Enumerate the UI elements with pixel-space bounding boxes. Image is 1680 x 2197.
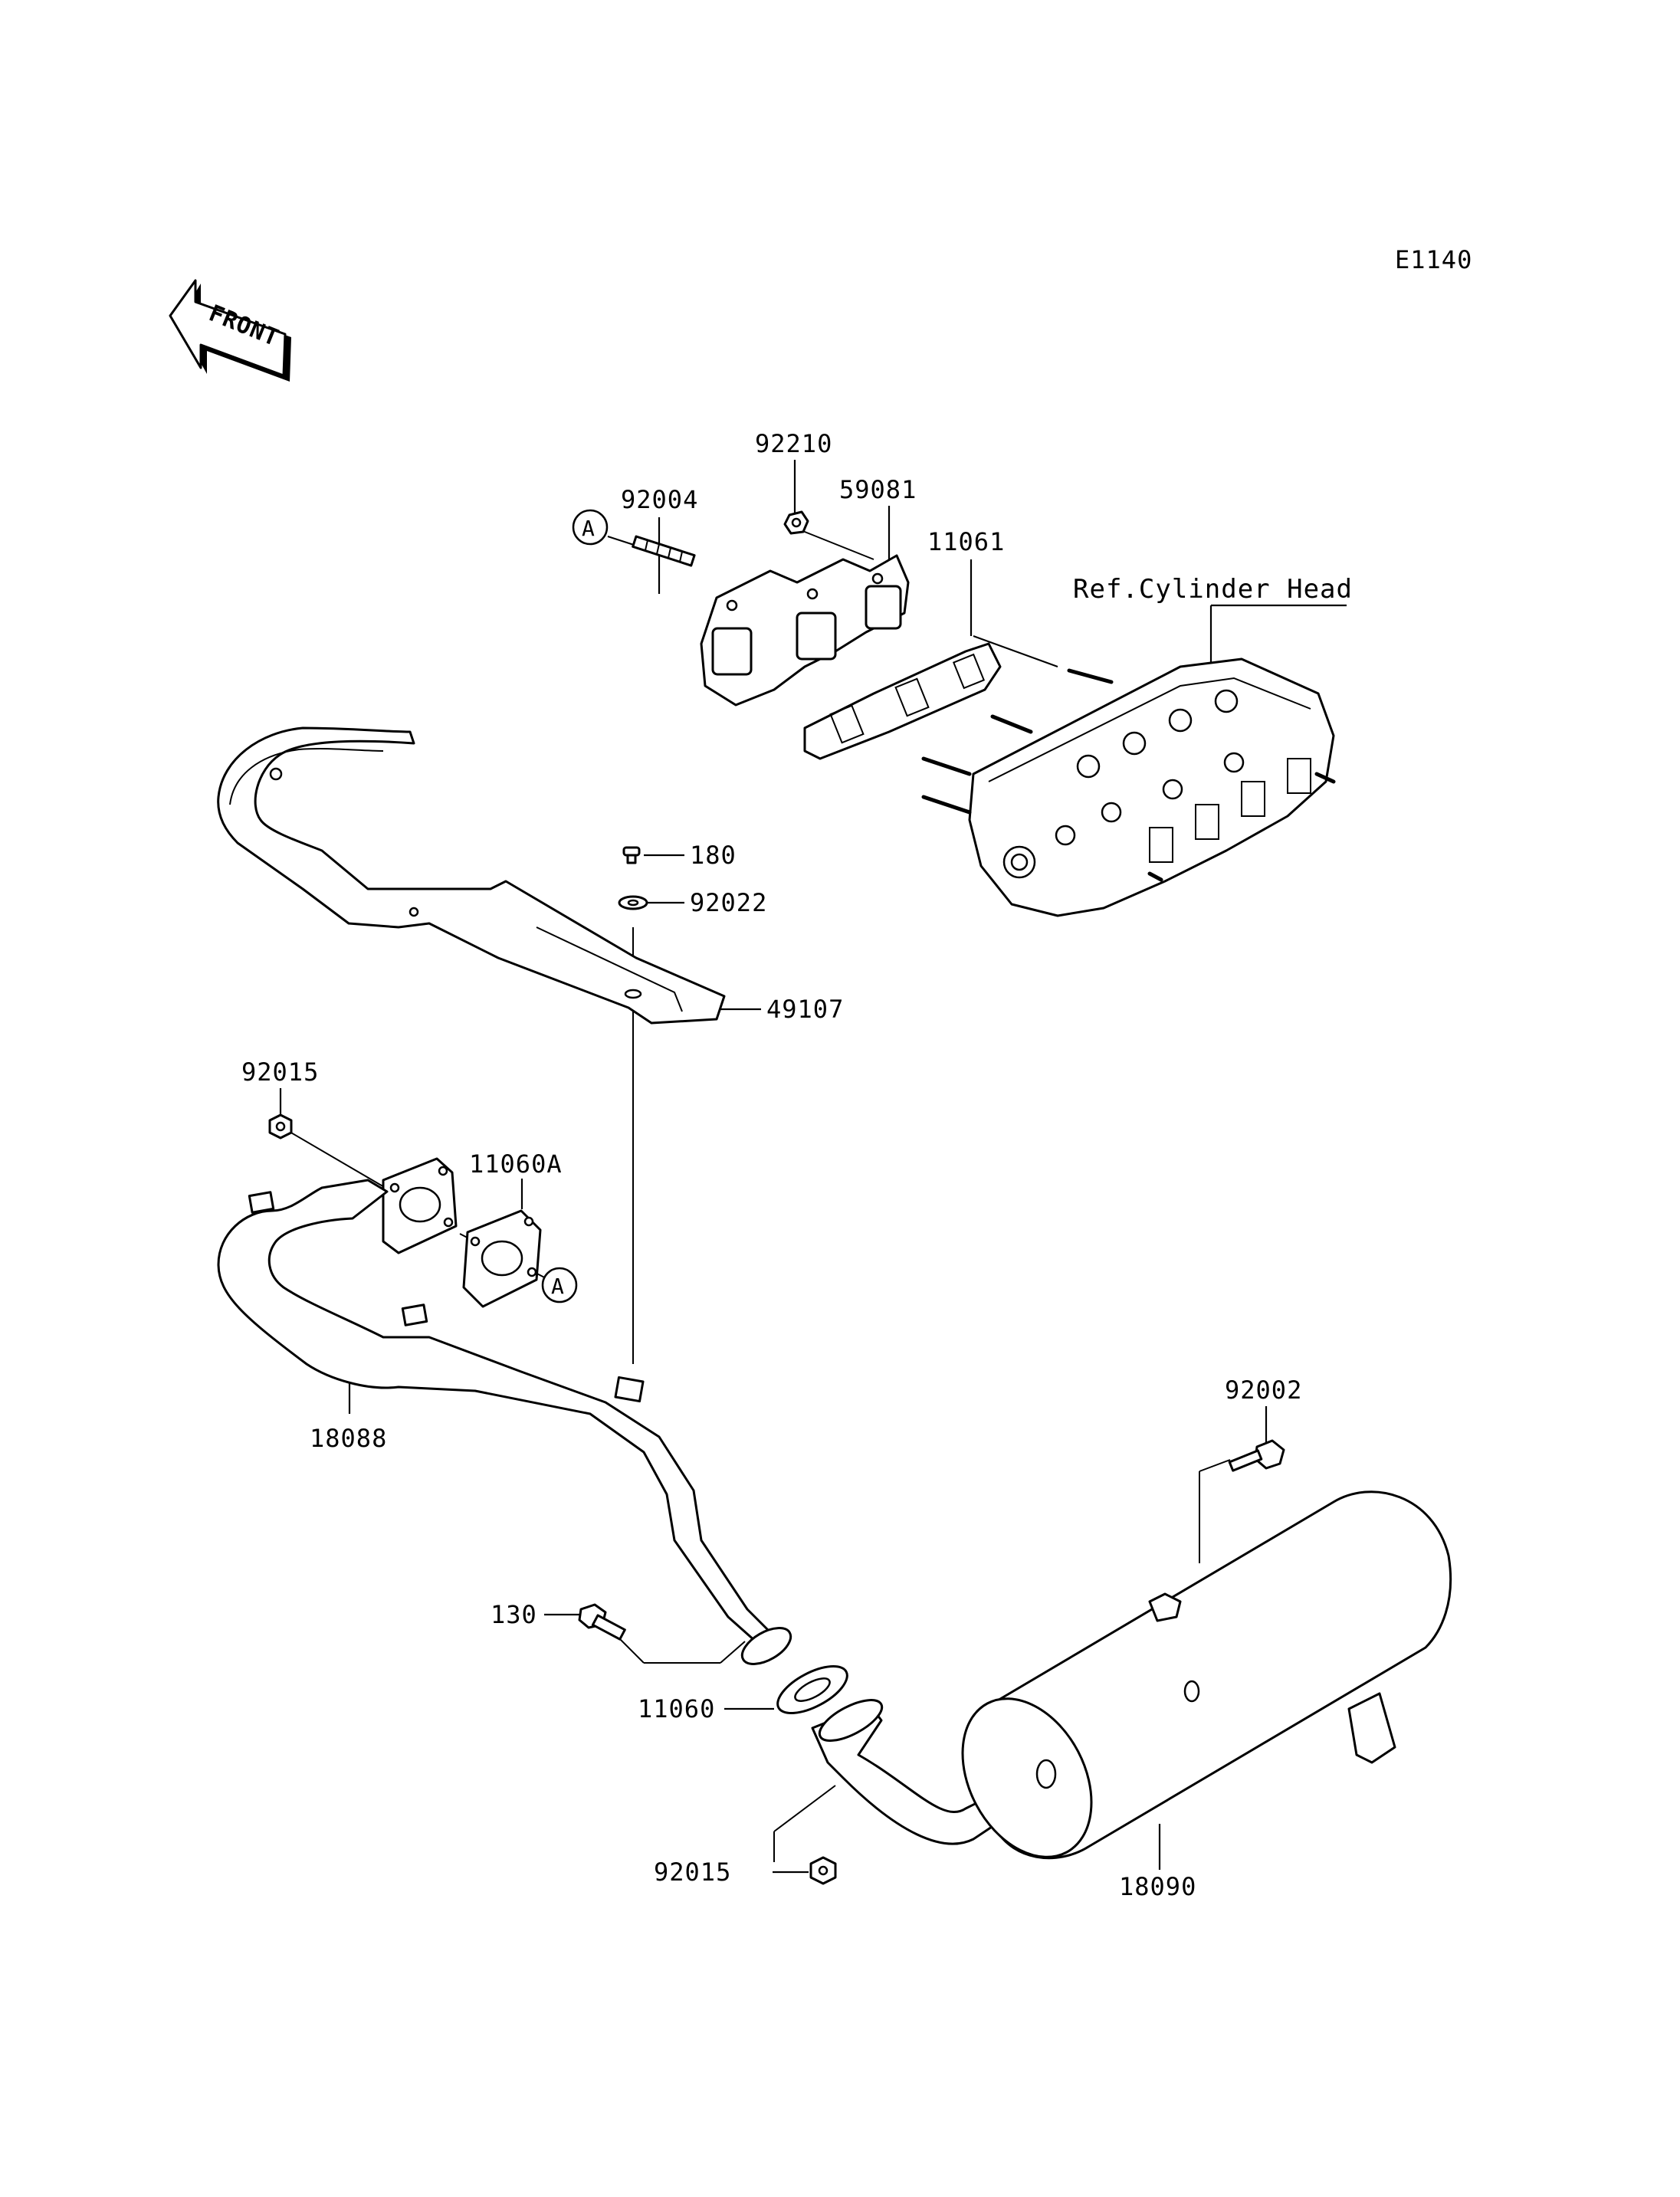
label-92015-bottom: 92015 bbox=[654, 1858, 731, 1887]
label-130: 130 bbox=[491, 1600, 537, 1629]
gasket-11060A-icon bbox=[462, 1209, 542, 1308]
label-11060: 11060 bbox=[638, 1694, 715, 1723]
label-18090: 18090 bbox=[1119, 1872, 1196, 1901]
nut-92210-icon bbox=[783, 510, 809, 535]
gasket-11061-icon bbox=[803, 642, 1002, 760]
front-arrow-icon: FRONT bbox=[169, 279, 291, 382]
diagram-code: E1140 bbox=[1395, 245, 1472, 274]
svg-text:A: A bbox=[551, 1274, 565, 1299]
label-18088: 18088 bbox=[310, 1424, 387, 1453]
bracket-49107-icon bbox=[217, 726, 726, 1025]
cylinder-head-icon bbox=[921, 657, 1336, 917]
nut-92015-bottom-icon bbox=[809, 1856, 837, 1885]
exhaust-pipe-18088-icon bbox=[217, 1179, 792, 1665]
label-11060A: 11060A bbox=[469, 1149, 563, 1179]
label-180: 180 bbox=[690, 841, 737, 870]
exhaust-manifold-icon bbox=[700, 554, 910, 707]
label-49107: 49107 bbox=[766, 995, 844, 1024]
label-92015-top: 92015 bbox=[241, 1058, 319, 1087]
label-59081: 59081 bbox=[839, 475, 917, 504]
muffler-18090-icon bbox=[811, 1490, 1452, 1860]
bolt-92002-icon bbox=[1228, 1439, 1285, 1472]
bolt-180-icon bbox=[622, 846, 641, 864]
label-92004: 92004 bbox=[621, 485, 698, 514]
stud-92004-icon bbox=[632, 535, 696, 567]
washer-92022-icon bbox=[618, 895, 648, 910]
ref-marker-top: A bbox=[572, 509, 609, 546]
label-92210: 92210 bbox=[755, 429, 832, 458]
exhaust-flange-icon bbox=[382, 1157, 458, 1254]
label-11061: 11061 bbox=[927, 527, 1005, 556]
ref-marker-bottom: A bbox=[541, 1267, 578, 1303]
bolt-130-icon bbox=[578, 1603, 626, 1641]
label-92022: 92022 bbox=[690, 888, 767, 917]
label-92002: 92002 bbox=[1225, 1376, 1302, 1405]
label-ref-cylinder-head: Ref.Cylinder Head bbox=[1073, 574, 1353, 605]
gasket-11060-icon bbox=[776, 1665, 848, 1714]
svg-text:A: A bbox=[582, 516, 596, 541]
nut-92015-top-icon bbox=[268, 1113, 293, 1139]
